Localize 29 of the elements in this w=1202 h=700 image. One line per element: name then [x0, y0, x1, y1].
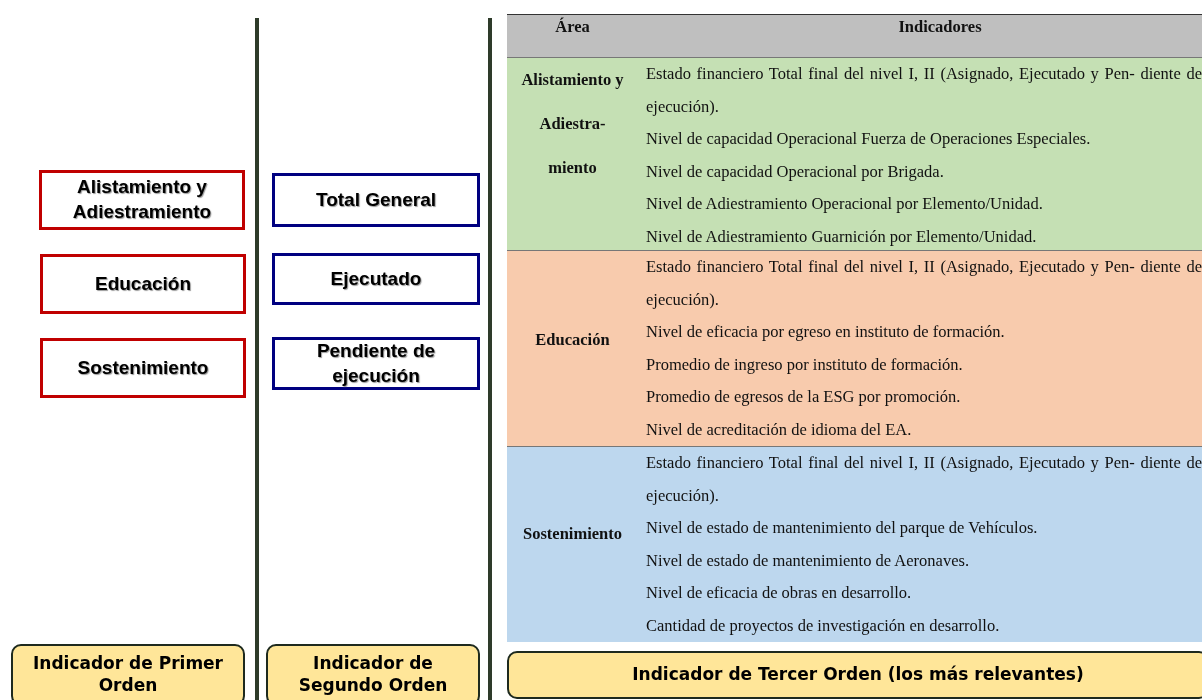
area-cell-text: Educación [534, 329, 611, 351]
category-box: Alistamiento y Adiestramiento [39, 170, 245, 230]
category-box: Ejecutado [272, 253, 480, 305]
level-label-box: Indicador de Primer Orden [11, 644, 245, 700]
indicator-text: Nivel de Adiestramiento Guarnición por Elemento/Unidad. [646, 225, 1038, 248]
indicator-text: Estado financiero Total final del nivel I, II (Asignado, Ejecutado y Pen- diente de ejecución). [646, 256, 1202, 311]
area-cell-text: Alistamiento y Adiestra- miento [520, 69, 625, 179]
level-label-box: Indicador de Tercer Orden (los más relevantes) [507, 651, 1202, 699]
area-cell-text: Sostenimiento [522, 523, 623, 545]
indicator-text: Nivel de capacidad Operacional por Brigada. [646, 160, 945, 183]
indicator-text: Nivel de eficacia de obras en desarrollo. [646, 582, 913, 604]
indicator-text: Nivel de acreditación de idioma del EA. [646, 418, 913, 441]
indicator-text: Nivel de Adiestramiento Operacional por Elemento/Unidad. [646, 193, 1044, 215]
indicator-text: Nivel de estado de mantenimiento del parque de Vehículos. [646, 517, 1039, 539]
indicator-text: Nivel de eficacia por egreso en instituto de formación. [646, 321, 1006, 343]
indicator-text: Estado financiero Total final del nivel I, II (Asignado, Ejecutado y Pen- diente de ejecución). [646, 452, 1202, 507]
level-label-box: Indicador de Segundo Orden [266, 644, 480, 700]
indicator-text: Nivel de capacidad Operacional Fuerza de Operaciones Especiales. [646, 128, 1092, 150]
category-box: Educación [40, 254, 246, 314]
indicator-text: Estado financiero Total final del nivel I, II (Asignado, Ejecutado y Pen- diente de ejecución). [646, 63, 1202, 118]
indicator-text: Cantidad de proyectos de investigación en desarrollo. [646, 614, 1001, 637]
indicator-text: Promedio de egresos de la ESG por promoción. [646, 386, 962, 408]
indicator-text: Promedio de ingreso por instituto de formación. [646, 353, 964, 376]
category-box: Total General [272, 173, 480, 227]
category-box: Sostenimiento [40, 338, 246, 398]
table-header-cell-text: Indicadores [897, 16, 983, 38]
table-header-cell-text: Área [554, 16, 591, 38]
category-box: Pendiente de ejecución [272, 337, 480, 390]
indicator-text: Nivel de estado de mantenimiento de Aeronaves. [646, 549, 971, 572]
